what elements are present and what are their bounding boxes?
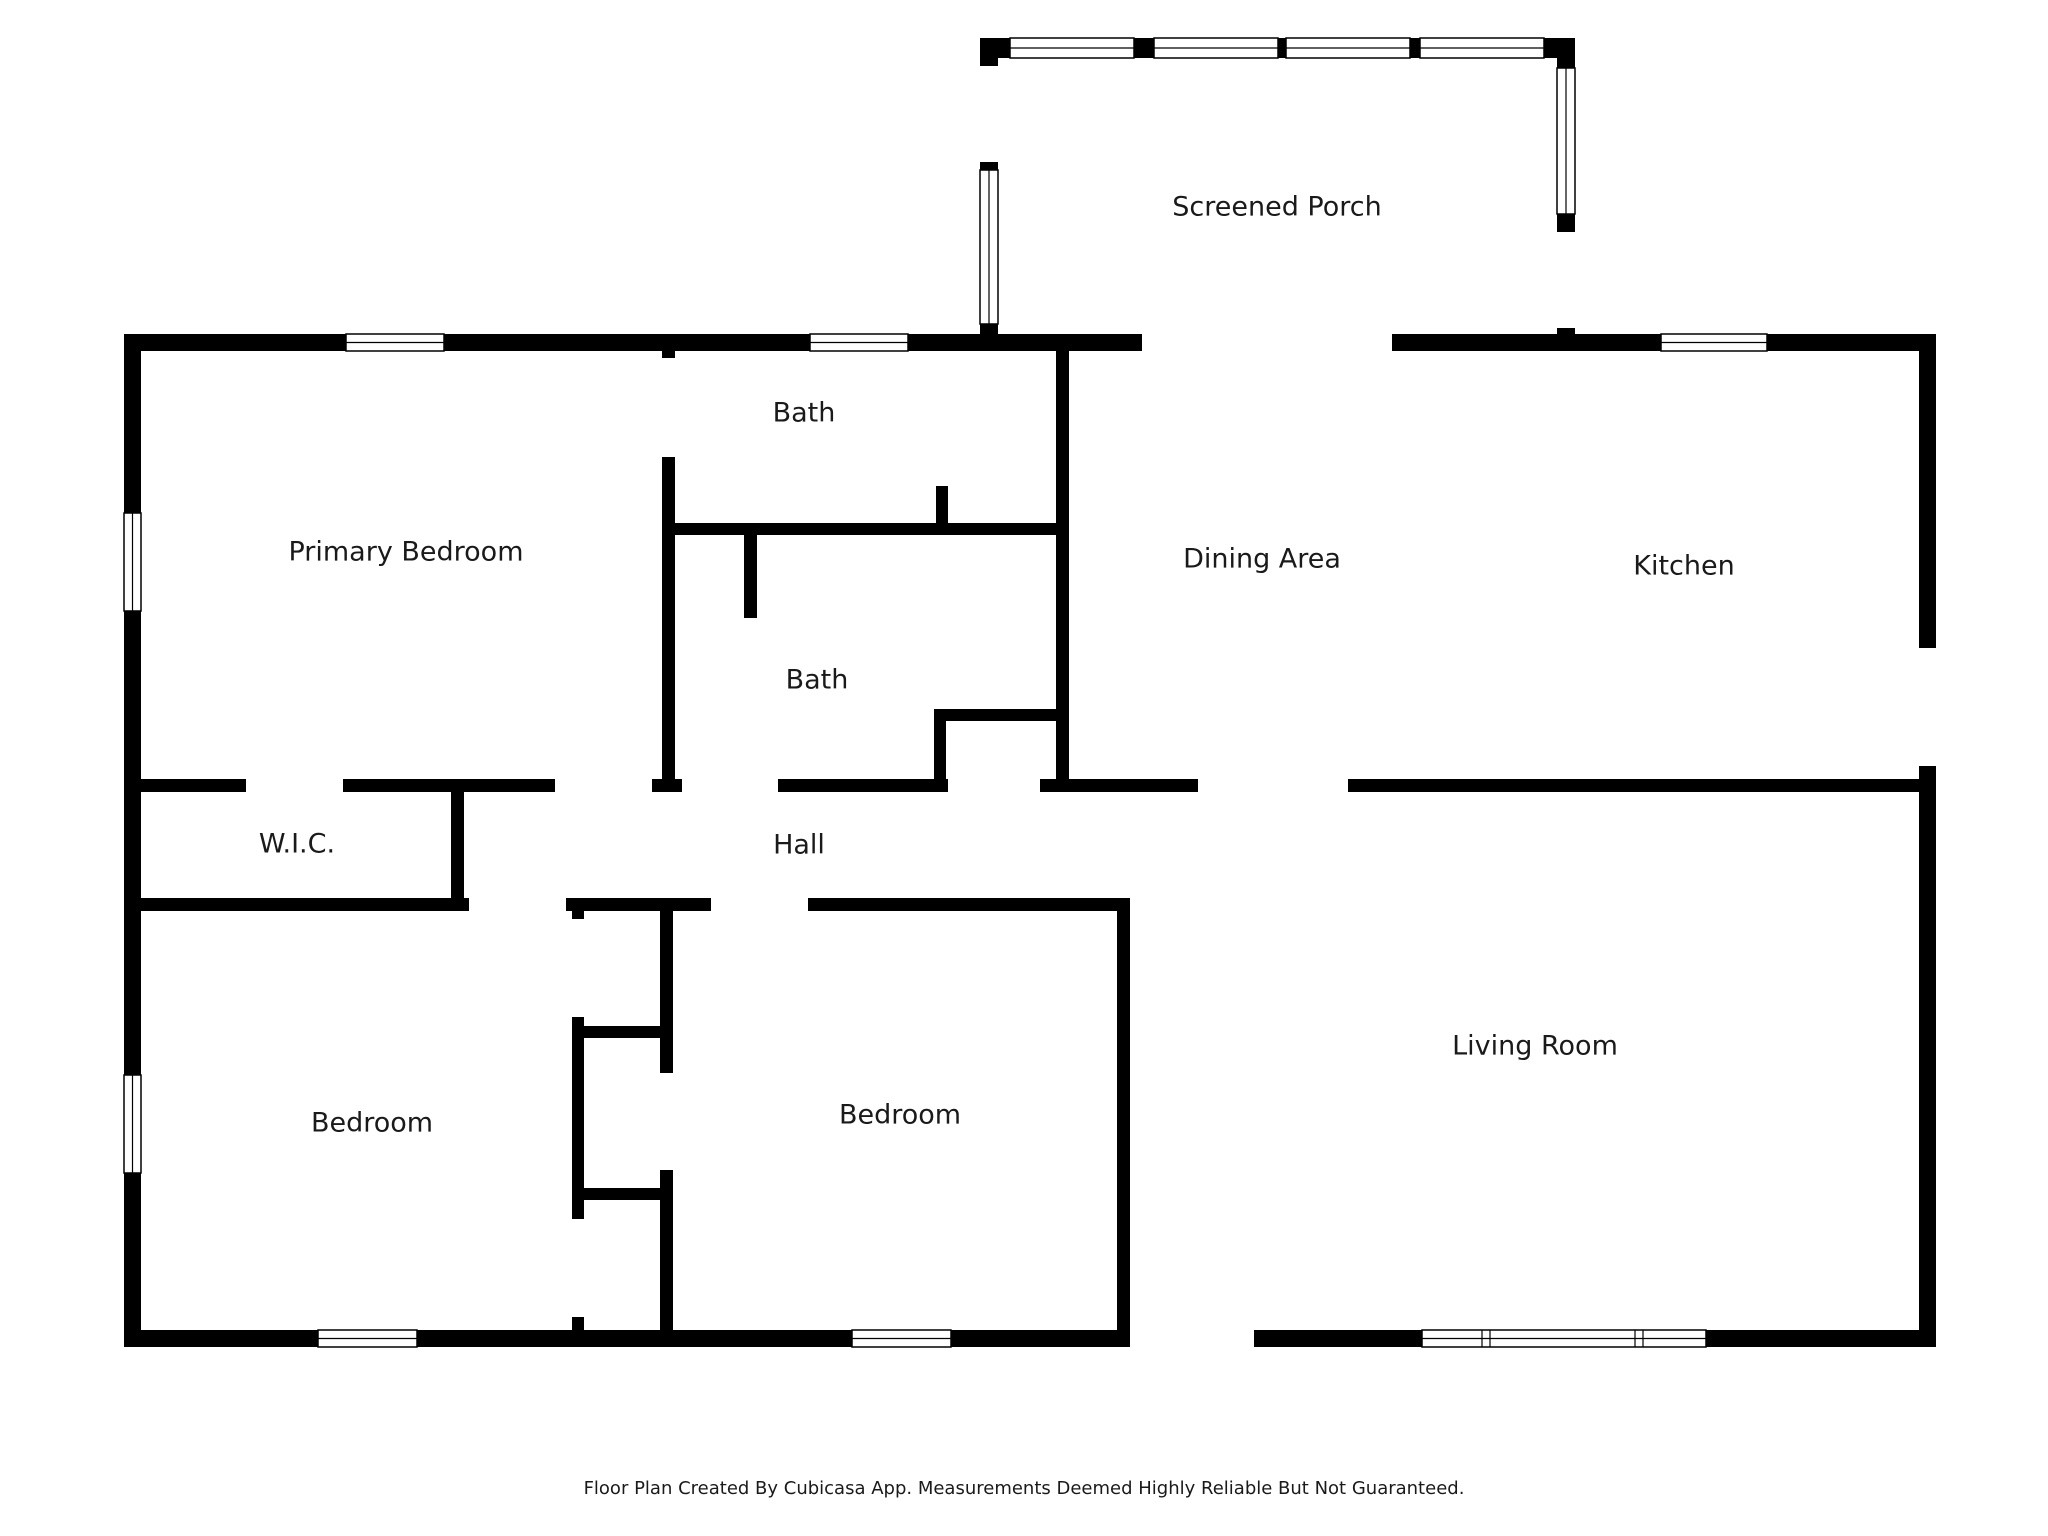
wall-hall-bottom-1 [566,898,711,911]
wall-hall-top-6 [1348,779,1936,792]
window-porch-top-3 [1285,37,1411,59]
window-bottom-bedroom-left [317,1329,418,1348]
wall-wic-right [451,779,464,909]
opening-closet-upper [572,919,584,1017]
label-bedroom-middle: Bedroom [839,1100,961,1131]
opening-front-entry [1130,1330,1254,1347]
window-left-primary [123,512,142,612]
wall-wic-bottom [124,898,469,911]
wall-bath-stub [936,486,948,535]
wall-top [124,334,1936,351]
wall-right [1919,334,1936,1347]
label-hall: Hall [773,830,825,861]
exterior-walls [124,334,1936,1347]
label-bath-lower: Bath [786,665,849,696]
wall-bedroom-mid-right [1117,898,1130,1347]
window-top-bath [809,333,909,352]
wall-hall-top-1 [124,779,246,792]
window-porch-top-1 [1009,37,1135,59]
label-bedroom-left: Bedroom [311,1108,433,1139]
wall-bath-closet [744,523,757,618]
wall-bath-right [1056,334,1069,792]
window-left-bedroom [123,1074,142,1174]
openings [572,66,1936,1347]
wall-hall-bottom-2 [808,898,1130,911]
window-bottom-living [1421,1329,1707,1348]
interior-walls [124,334,1936,1347]
room-labels: Screened Porch Primary Bedroom Bath Bath… [259,192,1735,1139]
window-porch-top-4 [1419,37,1545,59]
wall-hall-top-3 [652,779,682,792]
wall-closet-right-bot [660,1170,673,1347]
window-porch-top-2 [1153,37,1279,59]
label-living-room: Living Room [1452,1031,1618,1062]
wall-closet-left-top [572,898,584,919]
opening-porch-left [980,66,998,162]
label-screened-porch: Screened Porch [1172,192,1381,223]
opening-closet-lower [572,1219,584,1317]
window-porch-right [1556,67,1576,215]
wall-left [124,334,141,1347]
wall-closet-shelf-2 [572,1188,673,1200]
wall-hall-top-2 [343,779,555,792]
wall-bath-notch-v [934,709,946,792]
label-bath-upper: Bath [773,398,836,429]
wall-closet-left-bot [572,1317,584,1347]
label-dining-area: Dining Area [1183,544,1341,575]
wall-hall-top-4 [778,779,948,792]
label-kitchen: Kitchen [1633,551,1734,582]
porch-walls [980,38,1575,342]
opening-kitchen-side [1919,648,1936,766]
windows [123,37,1768,1348]
opening-primary-bath [662,358,675,457]
wall-bath-notch-h [934,709,1069,721]
label-primary-bedroom: Primary Bedroom [288,537,523,568]
window-bottom-bedroom-mid [851,1329,952,1348]
window-top-kitchen [1660,333,1768,352]
wall-closet-right-top [660,898,673,1073]
opening-porch-right [1557,232,1575,328]
label-wic: W.I.C. [259,829,335,860]
window-porch-left [979,169,999,325]
wall-closet-shelf-1 [572,1026,673,1038]
wall-hall-top-5 [1040,779,1198,792]
wall-closet-left-mid [572,1017,584,1219]
opening-closet-mid [660,1073,673,1170]
footer-disclaimer: Floor Plan Created By Cubicasa App. Meas… [583,1478,1465,1499]
wall-between-baths [662,523,1069,535]
opening-porch-dining [1142,334,1392,351]
window-top-primary [345,333,445,352]
